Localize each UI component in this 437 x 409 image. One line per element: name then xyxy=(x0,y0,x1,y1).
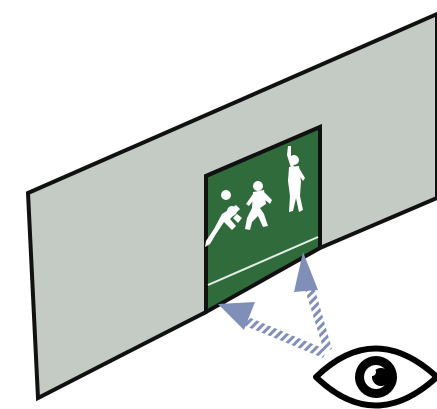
eye-icon xyxy=(316,349,437,406)
gaze-arrow-up xyxy=(303,283,332,351)
volleyball-ball xyxy=(221,190,231,200)
gaze-arrow-left xyxy=(243,316,327,358)
